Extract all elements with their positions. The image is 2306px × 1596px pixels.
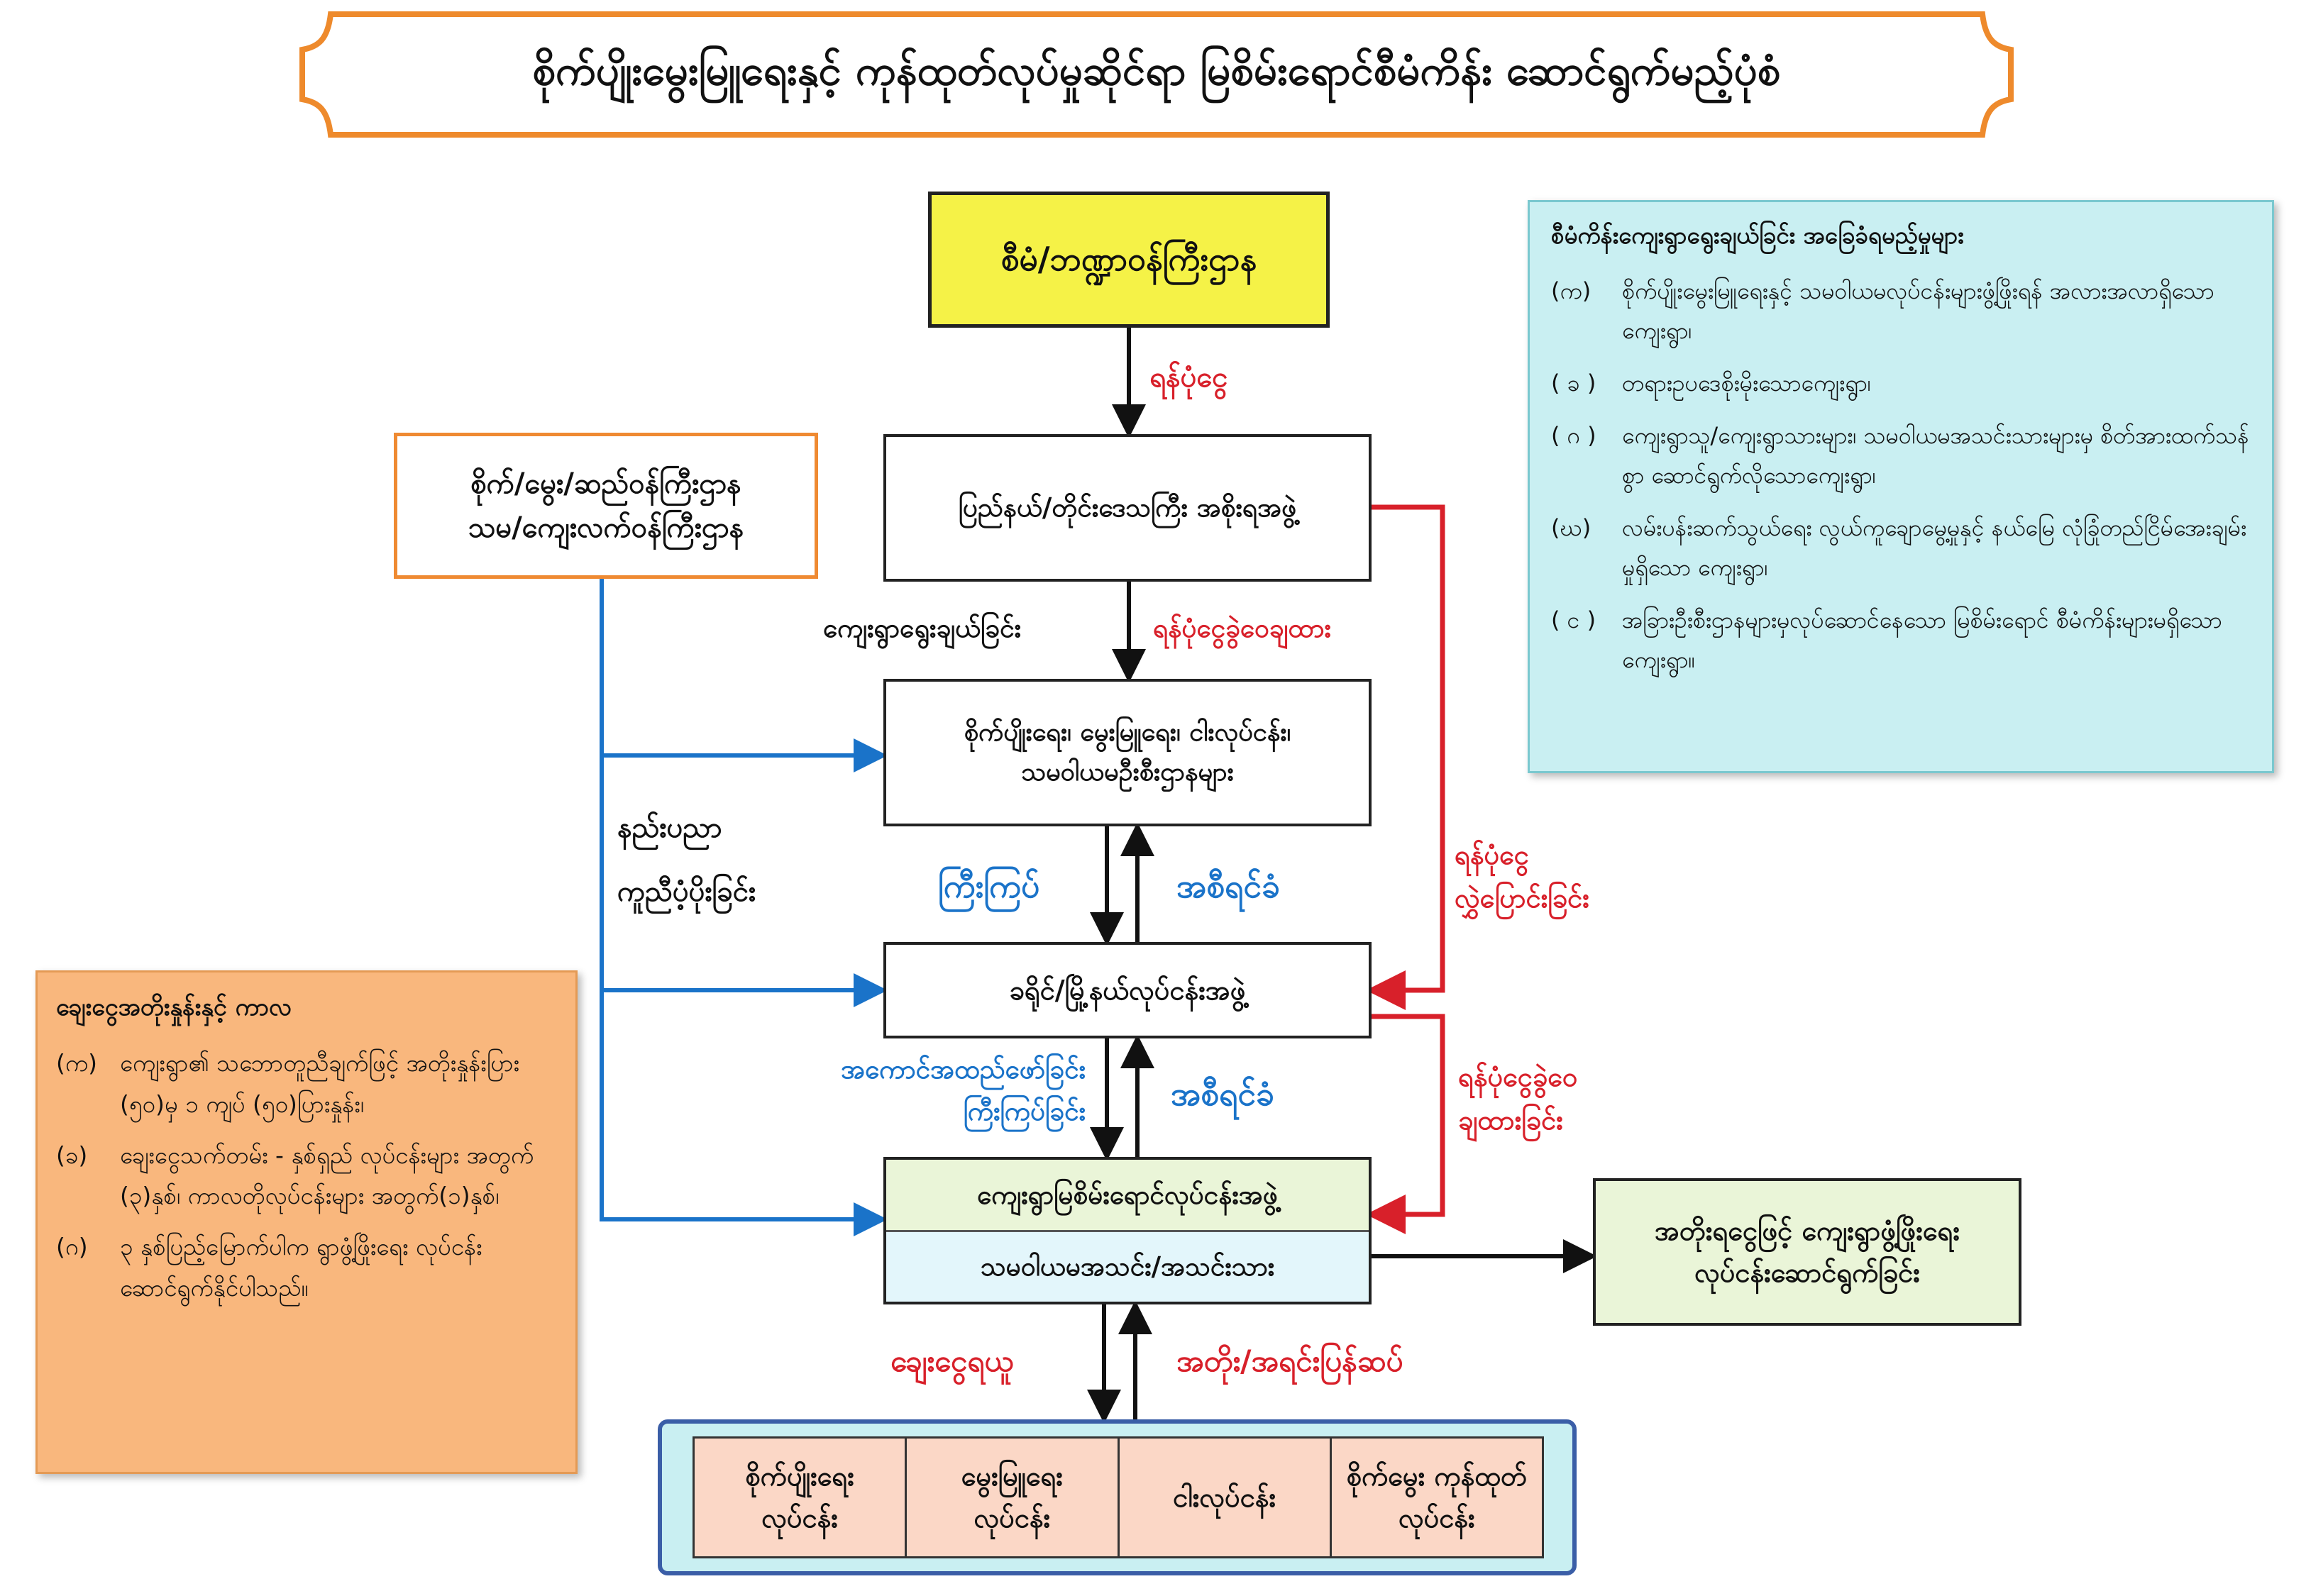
label-implement-line-1: အကောင်အထည်ဖော်ခြင်း [841,1054,1086,1085]
loan-marker: (ဂ) [56,1233,88,1260]
sector-livestock: မွေးမြူရေး လုပ်ငန်း [907,1439,1120,1556]
ministries-box: စိုက်/မွေး/ဆည်ဝန်ကြီးဌာန သမ/ကျေးလက်ဝန်ကြ… [394,433,818,579]
label-fund-transfer-line-1: ရန်ပုံငွေ [1455,839,1529,870]
arrow-support-to-village [600,579,888,1236]
criteria-marker: ( င ) [1551,606,1596,633]
title-banner: စိုက်ပျိုးမွေးမြူရေးနှင့် ကုန်ထုတ်လုပ်မှ… [298,10,2015,139]
arrow-fund-allocation-village [1366,1014,1445,1234]
village-box: ကျေးရွာမြစိမ်းရောင်လုပ်ငန်းအဖွဲ့ သမဝါယမအ… [883,1157,1372,1304]
sector-livestock-line-2: လုပ်ငန်း [973,1502,1051,1534]
result-line-2: လုပ်ငန်းဆောင်ရွက်ခြင်း [1694,1257,1920,1288]
result-box: အတိုးရငွေဖြင့် ကျေးရွာဖွံ့ဖြိုးရေး လုပ်င… [1593,1178,2021,1326]
sector-agriculture: စိုက်ပျိုးရေး လုပ်ငန်း [695,1439,907,1556]
loan-heading: ချေးငွေအတိုးနှုန်းနှင့် ကာလ [56,993,292,1021]
village-committee: ကျေးရွာမြစိမ်းရောင်လုပ်ငန်းအဖွဲ့ [886,1160,1369,1232]
sector-fisheries: ငါးလုပ်ငန်း [1120,1439,1332,1556]
sectors-row: စိုက်ပျိုးရေး လုပ်ငန်း မွေးမြူရေး လုပ်ငန… [693,1436,1544,1558]
ministry-label: စီမံ/ဘဏ္ဍာဝန်ကြီးဌာန [1000,240,1257,279]
village-committee-label: ကျေးရွာမြစိမ်းရောင်လုပ်ငန်းအဖွဲ့ [977,1179,1278,1210]
label-tech-support-line-2: ကူညီပံ့ပိုးခြင်း [617,875,756,908]
criteria-marker: ( ဂ ) [1551,422,1596,449]
label-implement-supervise: အကောင်အထည်ဖော်ခြင်း ကြီးကြပ်ခြင်း [745,1048,1086,1132]
criteria-marker: (က) [1551,277,1591,304]
loan-marker: (ခ) [56,1141,88,1169]
sector-agriculture-line-2: လုပ်ငန်း [761,1502,838,1534]
page-title: စိုက်ပျိုးမွေးမြူရေးနှင့် ကုန်ထုတ်လုပ်မှ… [532,45,1781,94]
criteria-marker: ( ခ ) [1551,370,1596,397]
loan-item: (ဂ) ၃ နှစ်ပြည့်မြောက်ပါက ရွာဖွံ့ဖြိုးရေး… [56,1226,557,1309]
label-fund-transfer: ရန်ပုံငွေ လွှဲပြောင်းခြင်း [1455,833,1589,920]
result-line-1: အတိုးရငွေဖြင့် ကျေးရွာဖွံ့ဖြိုးရေး [1655,1215,1960,1247]
sector-agro-production-line-2: လုပ်ငန်း [1399,1502,1475,1534]
loan-text: ကျေးရွာ၏ သဘောတူညီချက်ဖြင့် အတိုးနှုန်းပြ… [120,1049,519,1118]
label-tech-support: နည်းပညာ ကူညီပံ့ပိုးခြင်း [617,805,756,914]
label-fund-transfer-line-2: လွှဲပြောင်းခြင်း [1455,882,1589,914]
loan-item: (ခ) ချေးငွေသက်တမ်း - နှစ်ရှည် လုပ်ငန်းမျ… [56,1135,557,1217]
district-box: ခရိုင်/မြို့နယ်လုပ်ငန်းအဖွဲ့ [883,942,1372,1038]
cooperative-members: သမဝါယမအသင်း/အသင်းသား [886,1231,1369,1302]
sector-agro-production: စိုက်မွေး ကုန်ထုတ် လုပ်ငန်း [1332,1439,1542,1556]
label-fund: ရန်ပုံငွေ [1149,361,1228,394]
loan-text: ချေးငွေသက်တမ်း - နှစ်ရှည် လုပ်ငန်းများ အ… [120,1141,534,1210]
criteria-item: (က) စိုက်ပျိုးမွေးမြူရေးနှင့် သမဝါယမလုပ်… [1551,271,2251,350]
label-repay: အတိုး/အရင်းပြန်ဆပ် [1176,1343,1403,1378]
title-frame [299,11,2014,138]
criteria-text: စိုက်ပျိုးမွေးမြူရေးနှင့် သမဝါယမလုပ်ငန်း… [1622,277,2214,344]
label-supervise: ကြီးကြပ် [938,867,1040,905]
criteria-item: ( ဂ ) ကျေးရွာသူ/ကျေးရွာသားများ၊ သမဝါယမအသ… [1551,416,2251,495]
criteria-marker: (ဃ) [1551,514,1591,541]
label-report-1: အစီရင်ခံ [1176,867,1280,905]
ministries-line-1: စိုက်/မွေး/ဆည်ဝန်ကြီးဌာန [470,467,741,500]
arrow-fund-transfer [1366,504,1445,1010]
departments-line-1: စိုက်ပျိုးရေး၊ မွေးမြူရေး၊ ငါးလုပ်ငန်း၊ [964,718,1291,748]
label-village-selection: ကျေးရွာရွေးချယ်ခြင်း [823,613,1021,643]
label-fund-allocation: ရန်ပုံငွေခွဲဝေချထား [1153,613,1331,643]
criteria-text: တရားဥပဒေစိုးမိုးသောကျေးရွာ၊ [1622,370,1871,397]
loan-terms-panel: ချေးငွေအတိုးနှုန်းနှင့် ကာလ (က) ကျေးရွာ၏… [35,970,578,1474]
cooperative-members-label: သမဝါယမအသင်း/အသင်းသား [980,1251,1275,1282]
label-implement-line-2: ကြီးကြပ်ခြင်း [963,1096,1086,1127]
departments-box: စိုက်ပျိုးရေး၊ မွေးမြူရေး၊ ငါးလုပ်ငန်း၊ … [883,679,1372,826]
state-government-label: ပြည်နယ်/တိုင်းဒေသကြီး အစိုးရအဖွဲ့ [958,492,1297,523]
criteria-item: (ဃ) လမ်းပန်းဆက်သွယ်ရေး လွယ်ကူချောမွေ့မှု… [1551,508,2251,587]
sector-fisheries-line-1: ငါးလုပ်ငန်း [1173,1481,1276,1513]
sector-livestock-line-1: မွေးမြူရေး [961,1461,1063,1492]
loan-marker: (က) [56,1049,98,1077]
state-government-box: ပြည်နယ်/တိုင်းဒေသကြီး အစိုးရအဖွဲ့ [883,434,1372,582]
sector-agriculture-line-1: စိုက်ပျိုးရေး [745,1461,854,1492]
sector-agro-production-line-1: စိုက်မွေး ကုန်ထုတ် [1346,1461,1528,1492]
criteria-text: အခြားဦးစီးဌာနများမှလုပ်ဆောင်နေသော မြစိမ်… [1622,606,2222,673]
criteria-item: ( င ) အခြားဦးစီးဌာနများမှလုပ်ဆောင်နေသော … [1551,600,2251,680]
label-fund-allocation-2-line-1: ရန်ပုံငွေခွဲဝေ [1458,1061,1578,1092]
criteria-panel: စီမံကိန်းကျေးရွာရွေးချယ်ခြင်း အခြေခံရမည့… [1528,200,2274,773]
criteria-text: ကျေးရွာသူ/ကျေးရွာသားများ၊ သမဝါယမအသင်းသား… [1622,422,2249,489]
loan-text: ၃ နှစ်ပြည့်မြောက်ပါက ရွာဖွံ့ဖြိုးရေး လုပ… [120,1233,482,1302]
loan-item: (က) ကျေးရွာ၏ သဘောတူညီချက်ဖြင့် အတိုးနှုန… [56,1043,557,1125]
departments-line-2: သမဝါယမဦးစီးဌာနများ [1021,758,1234,787]
criteria-heading: စီမံကိန်းကျေးရွာရွေးချယ်ခြင်း အခြေခံရမည့… [1551,221,1964,249]
ministries-line-2: သမ/ကျေးလက်ဝန်ကြီးဌာန [468,511,744,544]
label-report-2: အစီရင်ခံ [1171,1075,1274,1113]
district-label: ခရိုင်/မြို့နယ်လုပ်ငန်းအဖွဲ့ [1009,974,1246,1006]
label-borrow: ချေးငွေရယူ [890,1343,1014,1378]
criteria-item: ( ခ ) တရားဥပဒေစိုးမိုးသောကျေးရွာ၊ [1551,363,2251,403]
criteria-text: လမ်းပန်းဆက်သွယ်ရေး လွယ်ကူချောမွေ့မှုနှင့… [1622,514,2247,581]
label-fund-allocation-2-line-2: ချထားခြင်း [1458,1104,1563,1136]
ministry-box: စီမံ/ဘဏ္ဍာဝန်ကြီးဌာန [928,192,1330,328]
label-fund-allocation-2: ရန်ပုံငွေခွဲဝေ ချထားခြင်း [1458,1055,1577,1142]
label-tech-support-line-1: နည်းပညာ [617,811,722,844]
